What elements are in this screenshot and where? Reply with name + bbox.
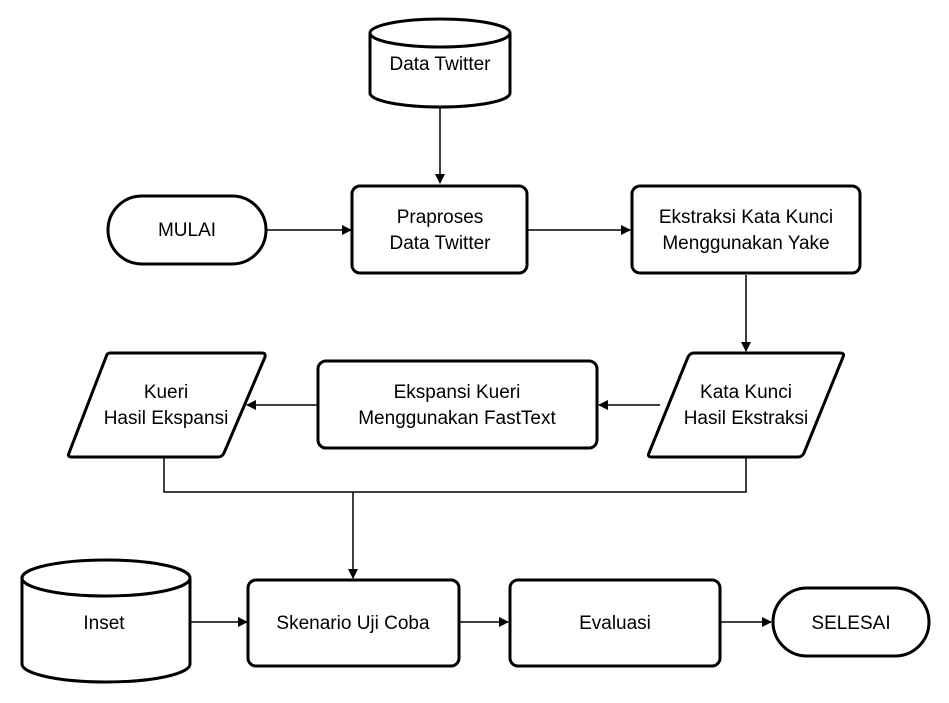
node-praproses: Praproses Data Twitter — [350, 184, 529, 275]
node-praproses-label-1: Praproses — [397, 207, 484, 228]
node-ekspansi-label-1: Ekspansi Kueri — [394, 382, 521, 403]
node-ekstraksi-label-2: Menggunakan Yake — [662, 233, 829, 254]
edges — [163, 107, 772, 627]
node-katakunci-label-2: Hasil Ekstraksi — [684, 408, 809, 429]
node-ekstraksi: Ekstraksi Kata Kunci Menggunakan Yake — [630, 184, 862, 275]
node-praproses-label-2: Data Twitter — [389, 233, 491, 254]
node-kueri-hasil-ekspansi: Kueri Hasil Ekspansi — [66, 351, 267, 459]
node-inset: Inset — [20, 558, 192, 684]
node-kueri-label-2: Hasil Ekspansi — [104, 408, 229, 429]
node-evaluasi-label: Evaluasi — [579, 613, 651, 634]
node-kueri-label-1: Kueri — [144, 382, 188, 403]
node-skenario-label: Skenario Uji Coba — [276, 613, 430, 634]
node-data-twitter: Data Twitter — [368, 17, 512, 109]
node-katakunci-label-1: Kata Kunci — [700, 382, 792, 403]
node-evaluasi: Evaluasi — [508, 578, 722, 668]
node-inset-label: Inset — [83, 613, 125, 634]
node-kata-kunci-hasil-ekstraksi: Kata Kunci Hasil Ekstraksi — [646, 351, 846, 459]
node-mulai-label: MULAI — [158, 220, 216, 241]
edge-kueri-merge — [163, 458, 747, 493]
node-mulai: MULAI — [106, 194, 268, 266]
node-data-twitter-label: Data Twitter — [389, 54, 491, 75]
node-selesai: SELESAI — [771, 586, 931, 658]
node-skenario: Skenario Uji Coba — [246, 578, 461, 668]
node-selesai-label: SELESAI — [811, 613, 890, 634]
node-ekspansi-label-2: Menggunakan FastText — [358, 408, 556, 429]
node-ekspansi: Ekspansi Kueri Menggunakan FastText — [316, 359, 599, 450]
node-ekstraksi-label-1: Ekstraksi Kata Kunci — [659, 207, 833, 228]
